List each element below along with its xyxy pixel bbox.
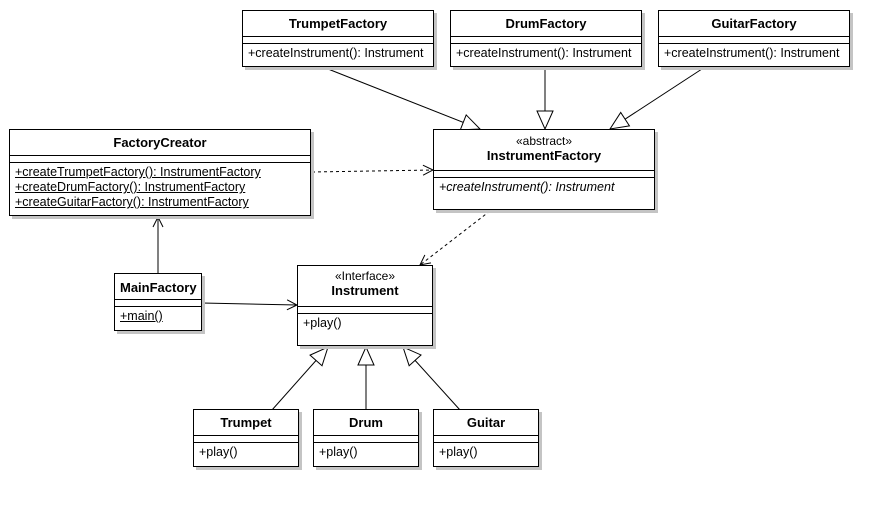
class-name: «Interface» Instrument (298, 266, 432, 307)
operation: +play() (303, 316, 342, 330)
operations-compartment: +createInstrument(): Instrument (434, 178, 654, 197)
stereotype: «abstract» (515, 134, 573, 148)
operations-compartment: +play() (194, 443, 298, 462)
realization-trumpet (271, 347, 328, 411)
class-trumpetfactory[interactable]: TrumpetFactory +createInstrument(): Inst… (242, 10, 434, 67)
class-name: «abstract» InstrumentFactory (434, 130, 654, 171)
operation: +createDrumFactory(): InstrumentFactory (15, 180, 246, 194)
attributes-compartment (434, 171, 654, 178)
class-drumfactory[interactable]: DrumFactory +createInstrument(): Instrum… (450, 10, 642, 67)
dependency-instrumentfactory-instrument (420, 210, 491, 265)
operation: +play() (319, 445, 358, 459)
attributes-compartment (434, 436, 538, 443)
attributes-compartment (243, 37, 433, 44)
attributes-compartment (659, 37, 849, 44)
class-name: Trumpet (194, 410, 298, 436)
class-instrument[interactable]: «Interface» Instrument +play() (297, 265, 433, 346)
class-drum[interactable]: Drum +play() (313, 409, 419, 467)
class-trumpet[interactable]: Trumpet +play() (193, 409, 299, 467)
class-name: GuitarFactory (659, 11, 849, 37)
class-name: TrumpetFactory (243, 11, 433, 37)
class-name: MainFactory (115, 274, 201, 300)
operation: +createTrumpetFactory(): InstrumentFacto… (15, 165, 261, 179)
dependency-factorycreator-instrumentfactory (311, 170, 433, 172)
class-name: FactoryCreator (10, 130, 310, 156)
class-name: Guitar (434, 410, 538, 436)
operations-compartment: +createInstrument(): Instrument (659, 44, 849, 63)
attributes-compartment (451, 37, 641, 44)
operation: +createInstrument(): Instrument (664, 46, 840, 60)
association-mainfactory-instrument (201, 303, 297, 305)
stereotype: «Interface» (334, 269, 396, 283)
operations-compartment: +play() (434, 443, 538, 462)
realization-guitar (403, 347, 461, 411)
operation: +createInstrument(): Instrument (439, 180, 615, 194)
class-name: Drum (314, 410, 418, 436)
attributes-compartment (298, 307, 432, 314)
operations-compartment: +createTrumpetFactory(): InstrumentFacto… (10, 163, 310, 212)
operations-compartment: +createInstrument(): Instrument (243, 44, 433, 63)
class-guitar[interactable]: Guitar +play() (433, 409, 539, 467)
class-mainfactory[interactable]: MainFactory +main() (114, 273, 202, 331)
attributes-compartment (314, 436, 418, 443)
generalization-guitarfactory (610, 66, 706, 129)
attributes-compartment (194, 436, 298, 443)
class-name: DrumFactory (451, 11, 641, 37)
attributes-compartment (10, 156, 310, 163)
operations-compartment: +main() (115, 307, 201, 326)
class-factorycreator[interactable]: FactoryCreator +createTrumpetFactory(): … (9, 129, 311, 216)
operations-compartment: +createInstrument(): Instrument (451, 44, 641, 63)
operations-compartment: +play() (314, 443, 418, 462)
attributes-compartment (115, 300, 201, 307)
operations-compartment: +play() (298, 314, 432, 333)
operation: +createInstrument(): Instrument (248, 46, 424, 60)
class-guitarfactory[interactable]: GuitarFactory +createInstrument(): Instr… (658, 10, 850, 67)
generalization-trumpetfactory (322, 66, 480, 129)
operation: +createInstrument(): Instrument (456, 46, 632, 60)
class-instrumentfactory[interactable]: «abstract» InstrumentFactory +createInst… (433, 129, 655, 210)
operation: +main() (120, 309, 163, 323)
operation: +play() (199, 445, 238, 459)
operation: +play() (439, 445, 478, 459)
operation: +createGuitarFactory(): InstrumentFactor… (15, 195, 249, 209)
